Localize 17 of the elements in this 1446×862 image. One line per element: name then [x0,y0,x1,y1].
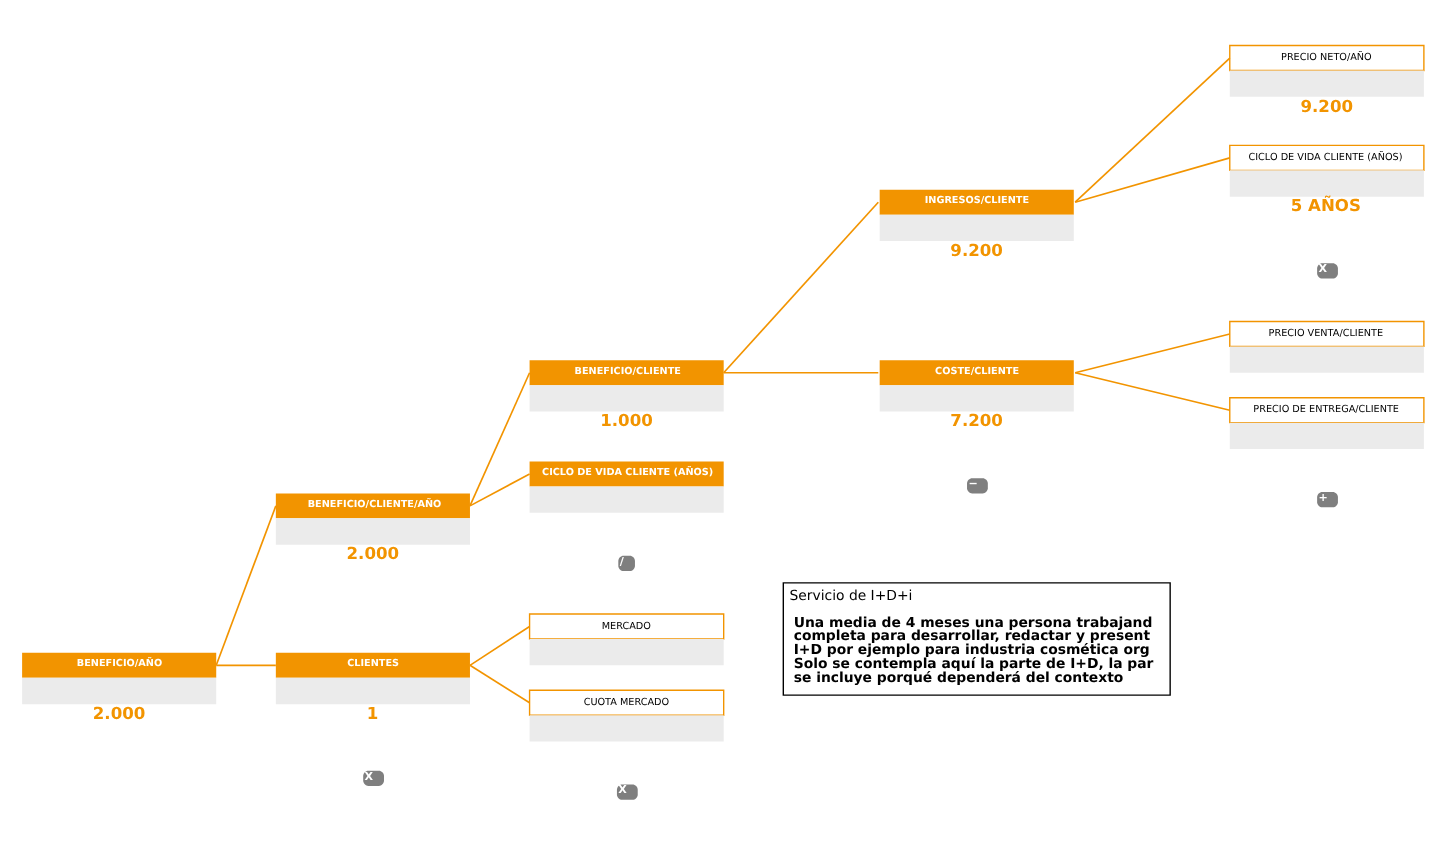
connector [722,201,880,374]
connector [469,664,531,704]
node-label: 2.000 [346,543,400,564]
connector [469,625,531,667]
node-label: 1 [366,702,379,723]
connector [1074,57,1231,204]
node-label: 5 AÑOS [1290,195,1361,216]
node-label: 2.000 [92,702,146,723]
connector [469,473,531,507]
connector [215,664,277,667]
node-label: 9.200 [1300,95,1353,116]
connector [215,505,277,667]
connector [469,371,531,507]
node-label: 1.000 [600,410,653,431]
node-label: 7.200 [950,410,1003,431]
node-label: 9.200 [950,239,1003,260]
connector [722,371,880,374]
